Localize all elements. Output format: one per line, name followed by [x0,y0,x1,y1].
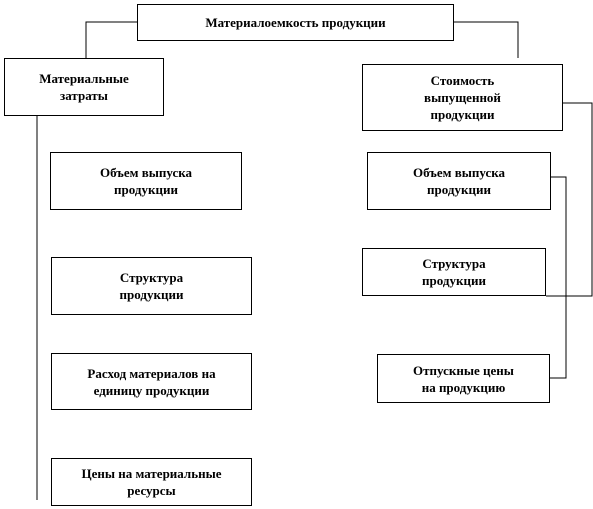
connector-right-factors [550,176,567,379]
left-factor-prices-box: Цены на материальные ресурсы [51,458,252,506]
connector-root-right [454,21,519,58]
connector-right-trunk [546,102,593,297]
left-factor-structure-box: Структура продукции [51,257,252,315]
right-branch-label: Стоимость выпущенной продукции [424,73,501,122]
right-factor-volume-label: Объем выпуска продукции [412,165,506,197]
right-factor-structure-label: Структура продукции [422,256,486,288]
right-factor-prices-label: Отпускные цены на продукцию [413,362,514,395]
left-factor-volume-box: Объем выпуска продукции [50,152,242,210]
left-factor-consumption-label: Расход материалов на единицу продукции [87,365,216,398]
right-factor-prices-box: Отпускные цены на продукцию [377,354,550,403]
right-factor-volume-box: Объем выпуска продукции [367,152,551,210]
connector-root-left [85,21,137,58]
left-branch-box: Материальные затраты [4,58,164,116]
left-factor-consumption-box: Расход материалов на единицу продукции [51,353,252,410]
root-box: Материалоемкость продукции [137,4,454,41]
root-label: Материалоемкость продукции [205,15,386,30]
left-factor-volume-label: Объем выпуска продукции [99,165,193,197]
left-factor-structure-label: Структура продукции [119,270,184,302]
left-factor-prices-label: Цены на материальные ресурсы [81,466,222,498]
right-branch-box: Стоимость выпущенной продукции [362,64,563,131]
right-factor-structure-box: Структура продукции [362,248,546,296]
left-branch-label: Материальные затраты [39,71,129,103]
